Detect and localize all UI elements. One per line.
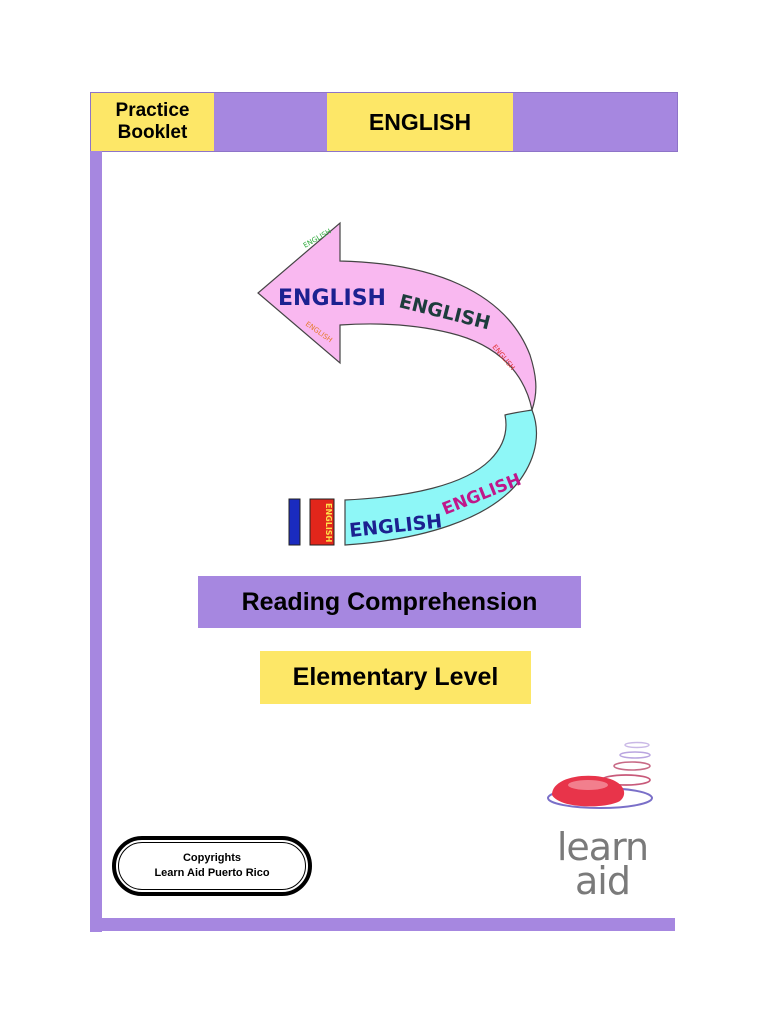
logo-blob-highlight <box>568 780 608 790</box>
red-box <box>309 498 335 546</box>
title-banner: Reading Comprehension <box>198 576 581 628</box>
arrow-bottom-band <box>344 409 538 546</box>
red-box-word: ENGLISH <box>324 503 333 542</box>
copyright-inner-border <box>118 842 306 890</box>
copyright-box: Copyrights Learn Aid Puerto Rico <box>112 836 312 896</box>
arrow-top-band <box>257 221 537 413</box>
logo-word-aid: aid <box>575 859 631 903</box>
booklet-label: Practice Booklet <box>91 93 214 151</box>
level-text: Elementary Level <box>292 663 499 691</box>
frame-left-border <box>90 151 102 932</box>
curved-arrow-graphic: ENGLISH ENGLISH ENGLISH ENGLISH ENGLISH … <box>257 221 538 546</box>
copyright-line1: Copyrights <box>182 852 242 864</box>
logo-ring-1 <box>624 741 650 749</box>
logo-ring-2 <box>619 751 651 759</box>
logo-ring-3 <box>613 761 651 771</box>
subject-label: ENGLISH <box>327 93 513 151</box>
learn-aid-logo <box>547 741 653 809</box>
blue-box <box>288 498 301 546</box>
title-text: Reading Comprehension <box>241 587 538 616</box>
logo-word-learn: learn <box>556 825 649 869</box>
booklet-label-line1: Practice <box>115 100 190 121</box>
arrow-word-2: ENGLISH <box>278 286 386 311</box>
booklet-label-line2: Booklet <box>117 122 188 143</box>
copyright-line2: Learn Aid Puerto Rico <box>154 867 270 879</box>
level-banner: Elementary Level <box>260 651 531 704</box>
frame-bottom-border <box>90 918 675 931</box>
